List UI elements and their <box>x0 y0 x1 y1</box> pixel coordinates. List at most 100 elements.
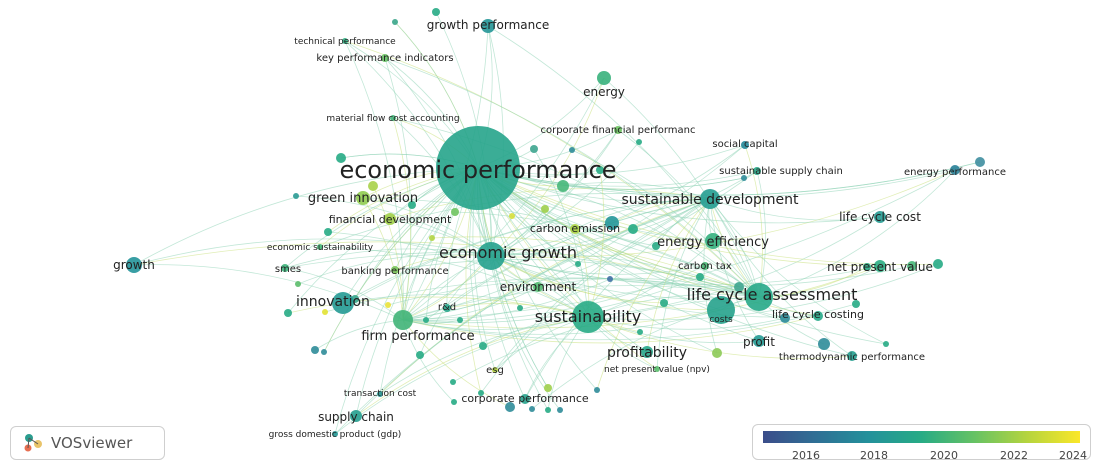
unlabeled-node[interactable] <box>416 351 424 359</box>
unlabeled-node[interactable] <box>322 309 328 315</box>
unlabeled-node[interactable] <box>451 399 457 405</box>
node-carbon-tax[interactable] <box>701 262 709 270</box>
unlabeled-node[interactable] <box>883 341 889 347</box>
node-firm-performance[interactable] <box>393 310 413 330</box>
unlabeled-node[interactable] <box>933 259 943 269</box>
unlabeled-node[interactable] <box>509 213 515 219</box>
unlabeled-node[interactable] <box>596 166 604 174</box>
node-energy[interactable] <box>597 71 611 85</box>
unlabeled-node[interactable] <box>575 261 581 267</box>
unlabeled-node[interactable] <box>594 387 600 393</box>
unlabeled-node[interactable] <box>311 346 319 354</box>
node-financial-development[interactable] <box>384 213 396 225</box>
unlabeled-node[interactable] <box>284 309 292 317</box>
unlabeled-node[interactable] <box>660 299 668 307</box>
unlabeled-node[interactable] <box>863 263 871 271</box>
node-smes[interactable] <box>281 264 289 272</box>
node-green-innovation[interactable] <box>356 191 370 205</box>
unlabeled-node[interactable] <box>607 276 613 282</box>
unlabeled-node[interactable] <box>734 282 744 292</box>
node-corporate-financial-performance[interactable] <box>614 126 622 134</box>
node-innovation[interactable] <box>332 292 354 314</box>
unlabeled-node[interactable] <box>605 216 619 230</box>
node-sustainable-development[interactable] <box>700 189 720 209</box>
unlabeled-node[interactable] <box>544 384 552 392</box>
node-energy-efficiency[interactable] <box>705 233 721 249</box>
unlabeled-node[interactable] <box>818 338 830 350</box>
node-profitability[interactable] <box>641 346 653 358</box>
unlabeled-node[interactable] <box>517 305 523 311</box>
node-profit[interactable] <box>753 335 765 347</box>
unlabeled-node[interactable] <box>557 180 569 192</box>
node-social-capital[interactable] <box>741 141 749 149</box>
node-carbon-emission[interactable] <box>570 224 580 234</box>
unlabeled-node[interactable] <box>545 407 551 413</box>
unlabeled-node[interactable] <box>423 317 429 323</box>
unlabeled-node[interactable] <box>324 228 332 236</box>
unlabeled-node[interactable] <box>628 224 638 234</box>
node-life-cycle-assessment[interactable] <box>745 283 773 311</box>
node-key-performance-indicators[interactable] <box>381 54 389 62</box>
link <box>537 277 760 298</box>
node-thermodynamic-performance[interactable] <box>847 351 857 361</box>
node-environment[interactable] <box>533 282 543 292</box>
unlabeled-node[interactable] <box>457 317 463 323</box>
node-sustainability[interactable] <box>572 301 604 333</box>
unlabeled-node[interactable] <box>295 281 301 287</box>
node-economic-performance[interactable] <box>436 126 520 210</box>
unlabeled-node[interactable] <box>293 193 299 199</box>
label-energy: energy <box>583 85 625 99</box>
unlabeled-node[interactable] <box>907 261 917 271</box>
unlabeled-node[interactable] <box>529 406 535 412</box>
node-energy-performance[interactable] <box>950 165 960 175</box>
node-net-present-value[interactable] <box>874 260 886 272</box>
unlabeled-node[interactable] <box>368 181 378 191</box>
unlabeled-node[interactable] <box>392 19 398 25</box>
unlabeled-node[interactable] <box>712 348 722 358</box>
node-life-cycle-cost[interactable] <box>874 211 886 223</box>
node-sustainable-supply-chain[interactable] <box>753 167 761 175</box>
unlabeled-node[interactable] <box>780 313 790 323</box>
unlabeled-node[interactable] <box>429 235 435 241</box>
node-rd[interactable] <box>443 304 451 312</box>
unlabeled-node[interactable] <box>336 153 346 163</box>
unlabeled-node[interactable] <box>479 342 487 350</box>
unlabeled-node[interactable] <box>408 201 416 209</box>
node-banking-performance[interactable] <box>391 266 399 274</box>
unlabeled-node[interactable] <box>451 208 459 216</box>
unlabeled-node[interactable] <box>478 390 484 396</box>
node-economic-sustainability[interactable] <box>317 244 323 250</box>
label-firm-performance: firm performance <box>361 329 474 344</box>
unlabeled-node[interactable] <box>975 157 985 167</box>
unlabeled-node[interactable] <box>432 8 440 16</box>
unlabeled-node[interactable] <box>652 242 660 250</box>
node-corporate-performance[interactable] <box>520 394 530 404</box>
unlabeled-node[interactable] <box>741 175 747 181</box>
node-esg[interactable] <box>492 367 498 373</box>
unlabeled-node[interactable] <box>321 349 327 355</box>
unlabeled-node[interactable] <box>636 139 642 145</box>
node-technical-performance[interactable] <box>342 38 348 44</box>
node-material-flow-cost-accounting[interactable] <box>390 115 396 121</box>
link <box>524 198 711 400</box>
unlabeled-node[interactable] <box>450 379 456 385</box>
node-economic-growth[interactable] <box>477 242 505 270</box>
unlabeled-node[interactable] <box>530 145 538 153</box>
node-costs[interactable] <box>707 296 735 324</box>
node-growth[interactable] <box>126 257 142 273</box>
unlabeled-node[interactable] <box>569 147 575 153</box>
node-net-present-value-npv[interactable] <box>654 366 660 372</box>
node-life-cycle-costing[interactable] <box>813 311 823 321</box>
unlabeled-node[interactable] <box>385 302 391 308</box>
unlabeled-node[interactable] <box>637 329 643 335</box>
node-gross-domestic-product-gdp[interactable] <box>332 431 338 437</box>
node-supply-chain[interactable] <box>350 410 362 422</box>
unlabeled-node[interactable] <box>557 407 563 413</box>
node-transaction-cost[interactable] <box>377 391 383 397</box>
unlabeled-node[interactable] <box>852 300 860 308</box>
unlabeled-node[interactable] <box>541 205 549 213</box>
unlabeled-node[interactable] <box>696 273 704 281</box>
node-growth-performance[interactable] <box>481 19 495 33</box>
unlabeled-node[interactable] <box>505 402 515 412</box>
